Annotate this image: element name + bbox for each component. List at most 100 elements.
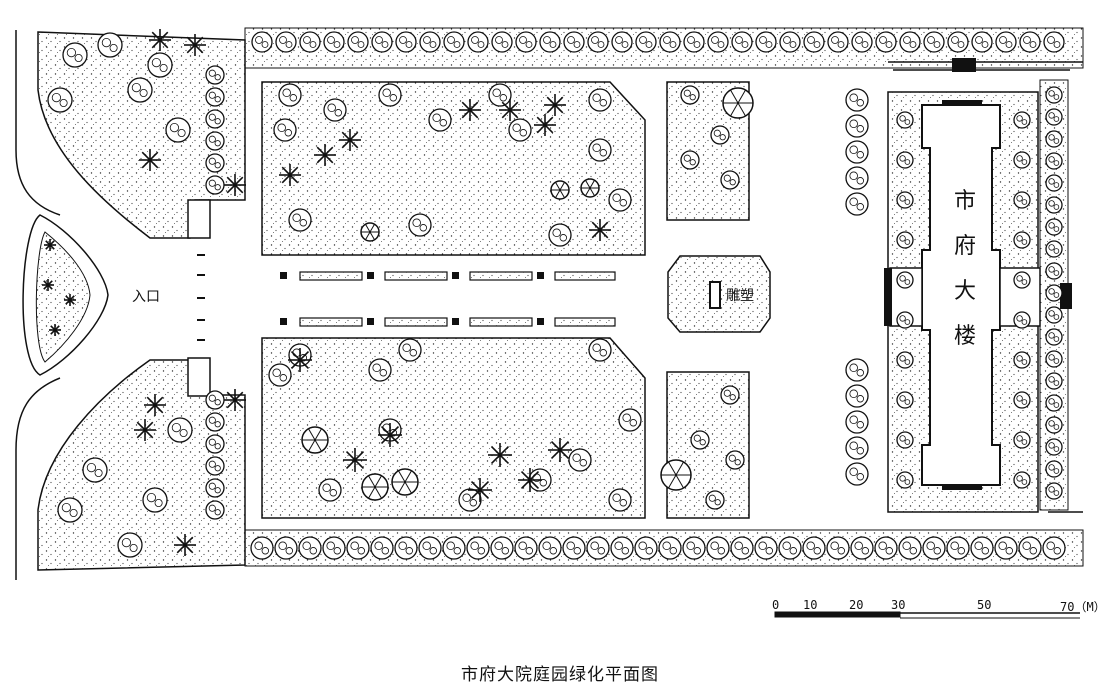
scale-bar [774,611,1080,619]
deciduous-tree [608,488,632,512]
deciduous-tree [608,188,632,212]
deciduous-tree [994,536,1018,560]
conifer-tree [144,394,166,416]
deciduous-tree [618,408,642,432]
deciduous-tree [1013,271,1031,289]
specimen-tree [660,459,692,491]
deciduous-tree [205,434,225,454]
conifer-tree [64,294,76,306]
deciduous-tree [398,338,422,362]
deciduous-tree [250,536,274,560]
conifer-tree [468,478,492,502]
deciduous-tree [851,31,873,53]
planter-box [384,271,448,281]
deciduous-tree [1043,31,1065,53]
deciduous-tree [1045,174,1063,192]
deciduous-tree [896,151,914,169]
deciduous-tree [754,536,778,560]
deciduous-tree [428,108,452,132]
deciduous-tree [142,487,168,513]
bollard [280,272,287,279]
deciduous-tree [205,390,225,410]
deciduous-tree [568,448,592,472]
scale-tick-label: 10 [803,598,818,612]
deciduous-tree [802,536,826,560]
conifer-tree [134,419,156,441]
deciduous-tree [288,208,312,232]
deciduous-tree [610,536,634,560]
deciduous-tree [1045,130,1063,148]
planter-box [299,271,363,281]
deciduous-tree [1045,262,1063,280]
deciduous-tree [97,32,123,58]
conifer-tree [224,174,246,196]
deciduous-tree [875,31,897,53]
deciduous-tree [845,88,869,112]
conifer-tree [288,348,312,372]
deciduous-tree [251,31,273,53]
deciduous-tree [588,338,612,362]
deciduous-tree [347,31,369,53]
building-char: 楼 [953,324,976,349]
scale-tick-label: 30 [891,598,906,612]
deciduous-tree [1013,191,1031,209]
entrance-gate-posts [187,199,211,397]
specimen-tree [360,222,380,242]
deciduous-tree [1045,372,1063,390]
deciduous-tree [845,114,869,138]
deciduous-tree [896,311,914,329]
planter-box [554,317,616,327]
deciduous-tree [710,125,730,145]
deciduous-tree [898,536,922,560]
deciduous-tree [1045,284,1063,302]
deciduous-tree [1045,218,1063,236]
deciduous-tree [971,31,993,53]
bollard [537,272,544,279]
deciduous-tree [588,138,612,162]
scale-tick-label: 70（M） [1060,600,1106,614]
deciduous-tree [466,536,490,560]
deciduous-tree [731,31,753,53]
conifer-tree [339,129,361,151]
deciduous-tree [896,231,914,249]
deciduous-tree [845,166,869,190]
deciduous-tree [539,31,561,53]
deciduous-tree [442,536,466,560]
deciduous-tree [205,87,225,107]
bollard [452,318,459,325]
deciduous-tree [588,88,612,112]
deciduous-tree [845,358,869,382]
specimen-tree [580,178,600,198]
deciduous-tree [896,271,914,289]
bollard [367,318,374,325]
conifer-tree [149,29,171,51]
deciduous-tree [299,31,321,53]
bollard [537,318,544,325]
conifer-tree [224,389,246,411]
conifer-tree [378,423,402,447]
deciduous-tree [322,536,346,560]
deciduous-tree [318,478,342,502]
deciduous-tree [205,500,225,520]
deciduous-tree [323,31,345,53]
deciduous-tree [896,391,914,409]
deciduous-tree [970,536,994,560]
deciduous-tree [778,536,802,560]
deciduous-tree [707,31,729,53]
deciduous-tree [705,490,725,510]
deciduous-tree [205,412,225,432]
sculpture-label: 雕塑 [726,288,754,304]
deciduous-tree [1045,416,1063,434]
deciduous-tree [690,430,710,450]
deciduous-tree [995,31,1017,53]
deciduous-tree [946,536,970,560]
deciduous-tree [1013,351,1031,369]
deciduous-tree [1013,391,1031,409]
deciduous-tree [205,131,225,151]
deciduous-tree [419,31,441,53]
deciduous-tree [1045,196,1063,214]
deciduous-tree [47,87,73,113]
deciduous-tree [1042,536,1066,560]
entrance-center-dashes [197,254,205,341]
